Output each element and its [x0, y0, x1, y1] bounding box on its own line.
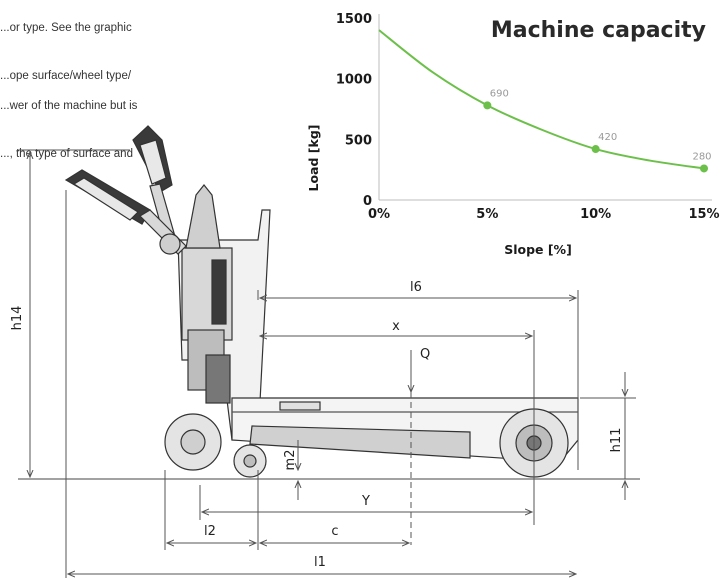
x-tick-label: 10% — [580, 207, 611, 222]
h14-label: h14 — [10, 306, 25, 331]
intro-line: ...wer of the machine but is — [0, 100, 138, 112]
h11-label: h11 — [609, 428, 624, 453]
y-tick-label: 1500 — [336, 12, 372, 27]
y-label: Y — [361, 494, 370, 509]
data-point-label: 280 — [692, 151, 711, 162]
data-point — [591, 145, 600, 154]
c-label: c — [331, 524, 338, 539]
intro-line: ...ope surface/wheel type/ — [0, 70, 132, 82]
drive-wheel — [164, 413, 222, 471]
m2-label: m2 — [283, 450, 298, 471]
l6-label: l6 — [410, 280, 422, 295]
y-tick-label: 1000 — [336, 73, 372, 88]
data-point — [700, 164, 708, 173]
capacity-curve — [378, 29, 705, 170]
chart-title: Machine capacity — [491, 18, 706, 43]
tiller-handles — [64, 125, 187, 255]
x-tick-label: 0% — [368, 207, 390, 222]
machine-mast — [177, 184, 271, 441]
data-point — [483, 101, 492, 110]
y-axis-label: Load [kg] — [306, 125, 321, 192]
q-label: Q — [420, 347, 430, 362]
y-tick-label: 0 — [363, 194, 372, 209]
intro-paragraph-2: ...wer of the machine but is ..., the ty… — [0, 66, 290, 194]
x-tick-label: 15% — [688, 207, 719, 222]
x-tick-label: 5% — [476, 207, 498, 222]
l1-label: l1 — [314, 555, 326, 570]
data-point-label: 690 — [490, 88, 509, 99]
x-axis-label: Slope [%] — [504, 242, 572, 257]
caster-wheel — [233, 444, 267, 478]
l2-label: l2 — [204, 524, 216, 539]
x-label: x — [392, 319, 400, 334]
chart-background — [300, 0, 723, 262]
fork-chassis — [231, 397, 579, 463]
intro-line: ...or type. See the graphic — [0, 22, 132, 34]
data-point-label: 420 — [598, 132, 617, 143]
y-tick-label: 500 — [345, 133, 372, 148]
intro-paragraph-1: ...or type. See the graphic ...ope surfa… — [0, 0, 290, 116]
